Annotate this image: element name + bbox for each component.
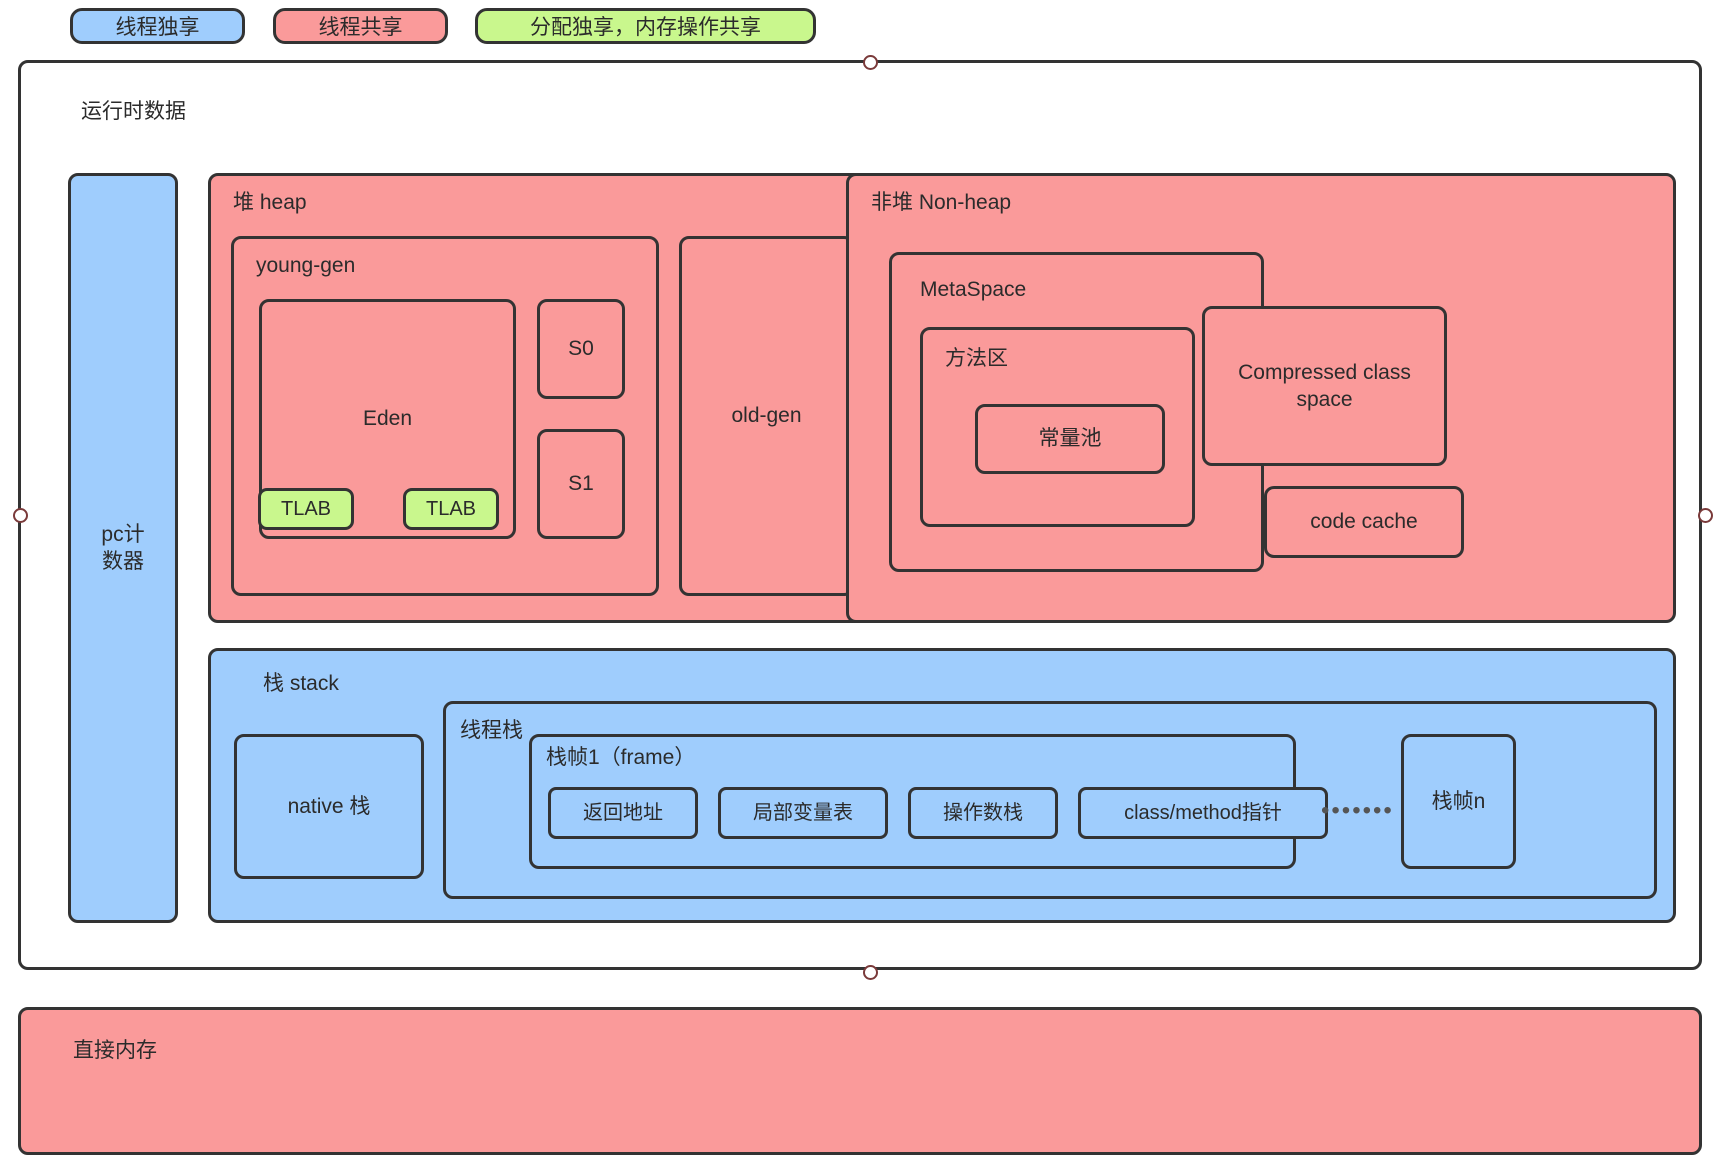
pc-counter-label: pc计 数器 — [71, 176, 175, 920]
runtime-data-area: 运行时数据 pc计 数器 堆 heap young-gen Eden TLAB — [13, 55, 1713, 980]
tlab-box-1: TLAB — [258, 488, 354, 530]
frame-slot-return-address-label: 返回地址 — [583, 802, 663, 824]
stack-frame-n-box: 栈帧n — [1401, 734, 1516, 869]
port-top-icon — [863, 55, 878, 70]
tlab-label-1: TLAB — [280, 498, 332, 520]
frame-slot-operand-stack: 操作数栈 — [908, 787, 1058, 839]
direct-memory-title: 直接内存 — [73, 1039, 157, 1062]
nonheap-box: 非堆 Non-heap MetaSpace 方法区 常量池 Compressed… — [846, 173, 1676, 623]
pc-counter-label-line2: 数器 — [102, 550, 144, 573]
compressed-class-space-label: Compressed class space — [1238, 360, 1411, 411]
stack-frame-1-box: 栈帧1（frame） 返回地址 局部变量表 操作数栈 class/method指… — [529, 734, 1328, 869]
stack-box: 栈 stack native 栈 线程栈 栈帧1（frame） 返回地址 局部变… — [208, 648, 1676, 923]
tlab-label-2: TLAB — [425, 498, 477, 520]
pc-counter-box: pc计 数器 — [68, 173, 178, 923]
compressed-class-space-box: Compressed class space — [1202, 306, 1447, 466]
heap-box: 堆 heap young-gen Eden TLAB TLAB — [208, 173, 881, 623]
eden-box: Eden TLAB TLAB — [258, 299, 516, 539]
legend-item-thread-shared: 线程共享 — [273, 8, 448, 44]
method-area-box: 方法区 常量池 — [920, 327, 1195, 527]
legend-item-alloc-exclusive-shared: 分配独享，内存操作共享 — [475, 8, 816, 44]
old-gen-label: old-gen — [731, 404, 802, 428]
young-gen-box: young-gen Eden TLAB TLAB S0 — [231, 236, 659, 596]
method-area-title: 方法区 — [945, 347, 1008, 370]
frame-slot-class-method-pointer: class/method指针 — [1078, 787, 1328, 839]
pc-counter-label-line1: pc计 — [101, 522, 145, 546]
runtime-data-title: 运行时数据 — [81, 100, 186, 123]
frame-slot-operand-stack-label: 操作数栈 — [943, 802, 1023, 824]
heap-title: 堆 heap — [233, 191, 307, 214]
legend-item-thread-exclusive: 线程独享 — [70, 8, 245, 44]
legend-label-thread-exclusive: 线程独享 — [115, 16, 200, 39]
direct-memory-box: 直接内存 — [18, 1007, 1702, 1155]
code-cache-box: code cache — [1264, 486, 1464, 558]
code-cache-label: code cache — [1310, 510, 1418, 534]
stack-title: 栈 stack — [263, 672, 339, 695]
constant-pool-box: 常量池 — [975, 404, 1165, 474]
port-right-icon — [1698, 508, 1713, 523]
stack-frames-ellipsis: ••••••• — [1321, 797, 1394, 824]
port-left-icon — [13, 508, 28, 523]
native-stack-label: native 栈 — [287, 794, 371, 818]
old-gen-box: old-gen — [679, 236, 854, 596]
eden-label: Eden — [362, 407, 413, 431]
survivor-s0-box: S0 — [537, 299, 625, 399]
stack-frame-n-label: 栈帧n — [1431, 789, 1486, 813]
young-gen-title: young-gen — [256, 254, 356, 277]
legend-label-thread-shared: 线程共享 — [318, 16, 403, 39]
survivor-s1-box: S1 — [537, 429, 625, 539]
thread-stack-title: 线程栈 — [460, 719, 523, 742]
nonheap-title: 非堆 Non-heap — [871, 191, 1012, 214]
frame-slot-return-address: 返回地址 — [548, 787, 698, 839]
stack-frame-1-title: 栈帧1（frame） — [546, 746, 696, 769]
survivor-s1-label: S1 — [568, 472, 594, 496]
native-stack-box: native 栈 — [234, 734, 424, 879]
legend-label-alloc-exclusive-shared: 分配独享，内存操作共享 — [530, 16, 761, 39]
frame-slot-class-method-pointer-label: class/method指针 — [1124, 802, 1282, 824]
tlab-box-2: TLAB — [403, 488, 499, 530]
survivor-s0-label: S0 — [568, 337, 594, 361]
metaspace-title: MetaSpace — [920, 278, 1027, 301]
constant-pool-label: 常量池 — [1038, 427, 1102, 451]
port-bottom-icon — [863, 965, 878, 980]
frame-slot-local-variable-table: 局部变量表 — [718, 787, 888, 839]
frame-slot-local-variable-table-label: 局部变量表 — [753, 802, 853, 824]
thread-stack-box: 线程栈 栈帧1（frame） 返回地址 局部变量表 操作数栈 class/met… — [443, 701, 1657, 899]
